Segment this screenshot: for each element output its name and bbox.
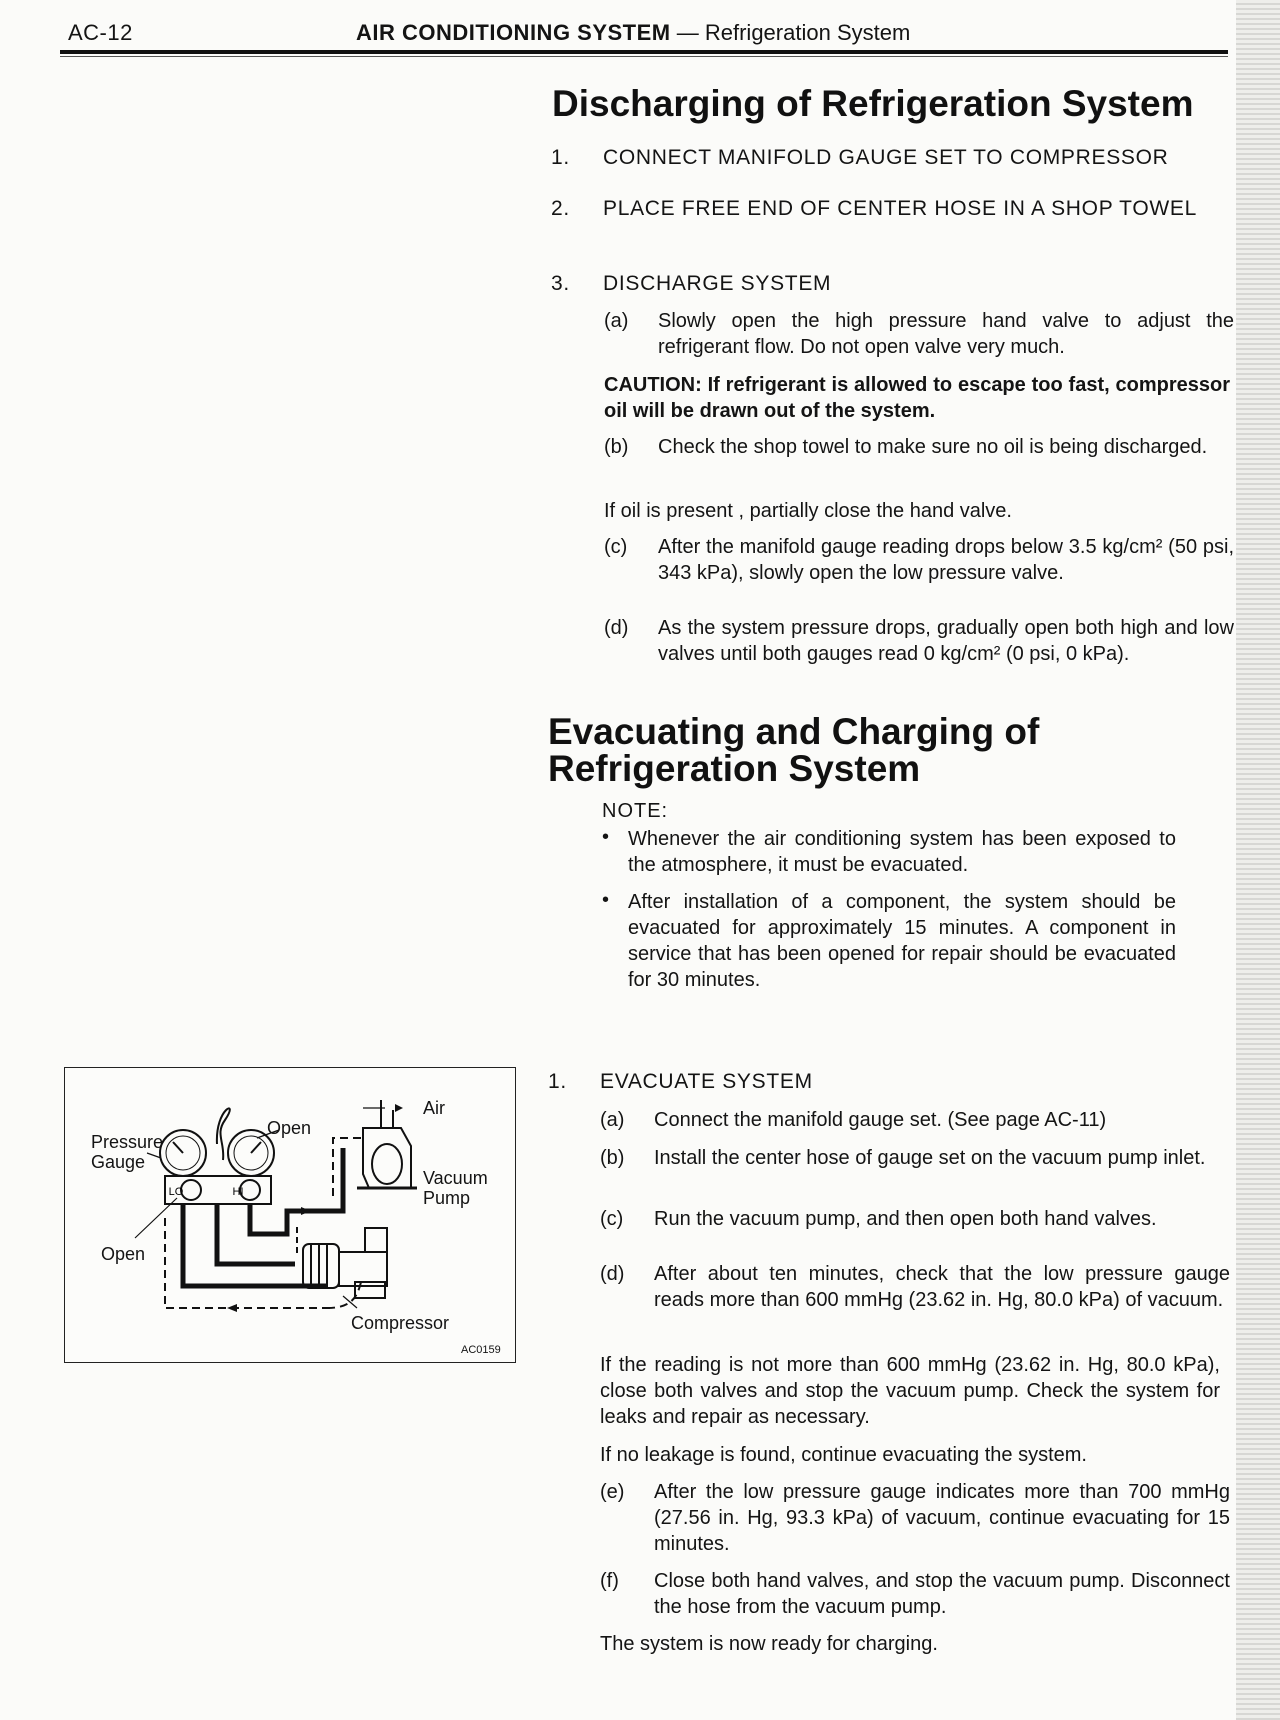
discharge-step-2: 2. PLACE FREE END OF CENTER HOSE IN A SH…	[551, 196, 1231, 248]
item-text: Run the vacuum pump, and then open both …	[654, 1208, 1157, 1230]
bullet-dot: •	[602, 889, 610, 911]
step-text: EVACUATE SYSTEM	[600, 1070, 813, 1093]
page-edge-shadow	[1236, 0, 1280, 1720]
high-gauge-label: HI	[233, 1186, 244, 1198]
item-label: (a)	[600, 1109, 625, 1131]
item-text: Slowly open the high pressure hand valve…	[658, 310, 1234, 358]
evacuate-step-1: 1. EVACUATE SYSTEM	[548, 1069, 1228, 1095]
note-text: Whenever the air conditioning system has…	[628, 828, 1176, 876]
item-label: (f)	[600, 1570, 619, 1592]
note-text: After installation of a component, the s…	[628, 891, 1176, 991]
evacuating-heading-line2: Refrigeration System	[548, 748, 921, 789]
pressure-label: Pressure	[91, 1132, 164, 1152]
step-number: 3.	[551, 272, 570, 295]
open-label-top: Open	[267, 1118, 312, 1138]
compressor-icon	[302, 1243, 340, 1289]
pump-label: Pump	[423, 1188, 471, 1208]
title-separator: —	[676, 20, 699, 45]
step-text: PLACE FREE END OF CENTER HOSE IN A SHOP …	[603, 197, 1197, 220]
reading-note: If the reading is not more than 600 mmHg…	[600, 1354, 1220, 1428]
header-rule-thin	[60, 56, 1228, 57]
item-text: After the manifold gauge reading drops b…	[658, 536, 1234, 584]
section-title: AIR CONDITIONING SYSTEM	[356, 20, 671, 45]
item-label: (b)	[600, 1147, 625, 1169]
discharge-item-c: (c) After the manifold gauge reading dro…	[604, 534, 1234, 612]
step-text: DISCHARGE SYSTEM	[603, 272, 832, 295]
item-text: After the low pressure gauge indicates m…	[654, 1481, 1230, 1555]
note-bullet-2: • After installation of a component, the…	[602, 889, 1222, 993]
item-label: (b)	[604, 436, 629, 458]
item-label: (a)	[604, 310, 629, 332]
item-label: (c)	[600, 1208, 624, 1230]
subsection-title: Refrigeration System	[704, 20, 911, 45]
discharge-item-d: (d) As the system pressure drops, gradua…	[604, 615, 1234, 693]
figure-code: AC0159	[461, 1344, 501, 1356]
discharge-step-3: 3. DISCHARGE SYSTEM	[551, 271, 1231, 297]
vacuum-label: Vacuum	[423, 1168, 488, 1188]
note-bullet-1: • Whenever the air conditioning system h…	[602, 826, 1222, 878]
vacuum-pump-icon	[362, 1127, 412, 1189]
item-text: As the system pressure drops, gradually …	[658, 617, 1234, 665]
step-number: 1.	[551, 146, 570, 169]
figure-evacuation-diagram: LO HI Pressure Gauge Open Open Air Vacuu…	[64, 1067, 516, 1363]
item-text: Install the center hose of gauge set on …	[654, 1147, 1206, 1169]
item-label: (c)	[604, 536, 628, 558]
item-label: (d)	[600, 1263, 625, 1285]
evacuate-item-a: (a) Connect the manifold gauge set. (See…	[600, 1107, 1230, 1133]
evacuate-item-b: (b) Install the center hose of gauge set…	[600, 1145, 1230, 1197]
oil-present-note: If oil is present , partially close the …	[604, 500, 1012, 522]
gauge-label: Gauge	[91, 1152, 146, 1172]
page-number: AC-12	[68, 20, 133, 45]
discharge-item-a: (a) Slowly open the high pressure hand v…	[604, 308, 1234, 360]
item-text: Close both hand valves, and stop the vac…	[654, 1570, 1230, 1618]
discharging-heading: Discharging of Refrigeration System	[552, 83, 1194, 124]
item-text: Check the shop towel to make sure no oil…	[658, 436, 1208, 458]
header-rule	[60, 50, 1228, 54]
discharge-step-1: 1. CONNECT MANIFOLD GAUGE SET TO COMPRES…	[551, 145, 1231, 171]
item-text: After about ten minutes, check that the …	[654, 1263, 1230, 1311]
step-number: 1.	[548, 1070, 567, 1093]
note-label: NOTE:	[602, 800, 669, 822]
evacuating-heading-line1: Evacuating and Charging of	[548, 711, 1040, 752]
evacuate-item-c: (c) Run the vacuum pump, and then open b…	[600, 1206, 1230, 1258]
evacuate-item-d: (d) After about ten minutes, check that …	[600, 1261, 1230, 1339]
caution-note: CAUTION: If refrigerant is allowed to es…	[604, 374, 1230, 422]
no-leak-note: If no leakage is found, continue evacuat…	[600, 1444, 1087, 1466]
evacuate-item-f: (f) Close both hand valves, and stop the…	[600, 1568, 1230, 1620]
item-label: (d)	[604, 617, 629, 639]
discharge-item-b: (b) Check the shop towel to make sure no…	[604, 434, 1234, 486]
air-label: Air	[423, 1098, 445, 1118]
compressor-label: Compressor	[351, 1313, 450, 1333]
step-text: CONNECT MANIFOLD GAUGE SET TO COMPRESSOR	[603, 146, 1169, 169]
evacuate-item-e: (e) After the low pressure gauge indicat…	[600, 1479, 1230, 1557]
open-label-left: Open	[101, 1244, 146, 1264]
ready-note: The system is now ready for charging.	[600, 1633, 938, 1655]
item-text: Connect the manifold gauge set. (See pag…	[654, 1109, 1107, 1131]
low-gauge-label: LO	[169, 1186, 184, 1198]
bullet-dot: •	[602, 826, 610, 848]
manifold-vacuum-diagram: LO HI	[134, 1100, 417, 1312]
step-number: 2.	[551, 197, 570, 220]
running-title: AIR CONDITIONING SYSTEM — Refrigeration …	[356, 20, 910, 46]
item-label: (e)	[600, 1481, 625, 1503]
